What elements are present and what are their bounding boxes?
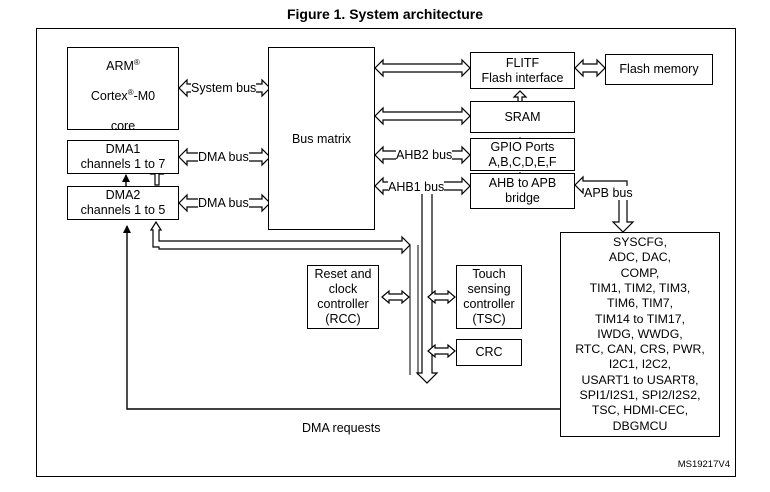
rcc-box: Reset and clock controller (RCC) — [307, 265, 379, 329]
flash-bus-arrow — [574, 58, 606, 78]
apb-peripherals-box: SYSCFG, ADC, DAC, COMP, TIM1, TIM2, TIM3… — [560, 232, 720, 437]
ahb2-bus-label: AHB2 bus — [396, 148, 453, 162]
crc-box: CRC — [456, 339, 522, 366]
cpu-core-box: ARM® Cortex®-M0 core — [67, 47, 179, 133]
diagram-frame — [36, 28, 736, 477]
rcc-bus-arrow — [381, 289, 410, 305]
bus-matrix-box: Bus matrix — [268, 47, 375, 230]
flash-memory-box: Flash memory — [605, 54, 713, 85]
gpio-ports-box: GPIO Ports A,B,C,D,E,F — [470, 138, 575, 171]
dma2-box: DMA2 channels 1 to 5 — [67, 186, 179, 220]
figure-title: Figure 1. System architecture — [286, 6, 484, 22]
system-bus-label: System bus — [191, 81, 257, 95]
flitf-box: FLITF Flash interface — [470, 52, 575, 89]
dma-bus-label-1: DMA bus — [198, 150, 249, 164]
apb-bus-label: APB bus — [584, 186, 633, 200]
sram-bus-arrow — [374, 106, 471, 126]
dma1-box: DMA1 channels 1 to 7 — [67, 140, 179, 174]
dma-requests-line — [123, 225, 560, 410]
dma-requests-label: DMA requests — [302, 421, 381, 435]
ahb-to-apb-bridge-box: AHB to APB bridge — [470, 173, 575, 209]
dma-bus-label-2: DMA bus — [198, 196, 249, 210]
tsc-bus-arrow — [427, 289, 456, 305]
tsc-box: Touch sensing controller (TSC) — [456, 265, 522, 329]
flitf-up-arrow — [512, 90, 528, 104]
flitf-bus-arrow — [374, 58, 471, 78]
sram-box: SRAM — [470, 101, 575, 133]
figure-code: MS19217V4 — [677, 459, 730, 470]
ahb1-bus-label: AHB1 bus — [388, 180, 445, 194]
crc-bus-arrow — [427, 343, 456, 359]
